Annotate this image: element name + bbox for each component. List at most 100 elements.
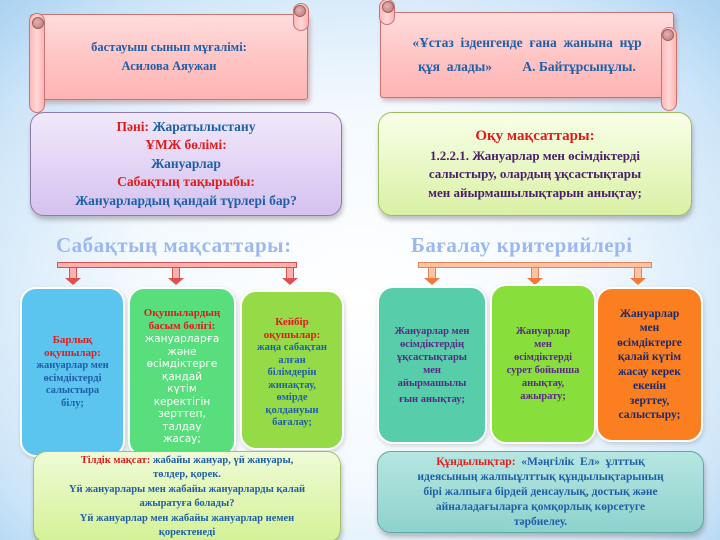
language-text: Үй жануарлары мен жабайы жануарларды қал… (68, 483, 306, 495)
card-text: өсімдіктерге (617, 336, 682, 349)
language-text: ажыратуға болады? (139, 498, 235, 509)
values-text: тәрбиелеу. (513, 515, 568, 528)
card-text: жасау керек (618, 365, 681, 378)
card-text: жануарларға (144, 333, 220, 345)
goal-card-most-students: Оқушылардың басым бөлігі: жануарларға жә… (128, 287, 236, 457)
scroll-knob-icon (294, 5, 306, 17)
criteria-card-identify: Жануарлар мен өсімдіктерді сурет бойынша… (490, 284, 596, 444)
card-text: салыстыру; (618, 409, 681, 421)
card-text: ғын анықтау; (399, 393, 465, 405)
card-text: сурет бойынша (506, 365, 580, 376)
card-text: өсімдіктерге (146, 358, 218, 370)
card-text: мен (639, 322, 660, 334)
objectives-line-3: мен айырмашылықтарын анықтау; (428, 184, 642, 200)
arrow-down-icon (65, 267, 81, 285)
values-text: «Мәңгілік Ел» ұлттық (515, 455, 645, 468)
card-title: оқушылар: (44, 347, 101, 359)
subject-value: Жаратылыстану (152, 118, 256, 134)
card-text: алған (278, 354, 306, 366)
card-text: өсімдіктерді (43, 372, 102, 384)
card-text: және (167, 345, 197, 358)
arrow-down-icon (527, 267, 543, 285)
card-text: Жануарлар мен (394, 325, 470, 337)
card-title: Оқушылардың (143, 307, 221, 319)
values-box: Құндылықтар: «Мәңгілік Ел» ұлттық идеясы… (377, 451, 704, 533)
card-text: білімдерін (267, 367, 317, 378)
teacher-role: бастауыш сынып мұғалімі: (91, 40, 247, 54)
language-text: Үй жануарлар мен жабайы жануарлар немен (79, 512, 295, 524)
arrow-down-icon (630, 267, 646, 285)
teacher-name: Асилова Аяужан (121, 59, 217, 73)
quote-line-1: «Ұстаз ізденгенде ғана жанына нұр (412, 35, 642, 50)
card-text: талдау (162, 420, 202, 433)
values-label: Құндылықтар: (436, 455, 516, 468)
quote-scroll-banner: «Ұстаз ізденгенде ғана жанына нұр құя ал… (379, 0, 677, 111)
card-text: жаңа сабақтан (257, 342, 327, 353)
criteria-card-research: Жануарлар мен өсімдіктерге қалай күтім ж… (596, 287, 703, 442)
values-text: бірі жалпыға бірдей денсаулық, достық жә… (423, 485, 658, 498)
card-text: қалай күтім (617, 351, 682, 363)
assessment-criteria-heading: Бағалау критерийлері (411, 233, 633, 257)
card-text: жасау; (163, 433, 201, 445)
language-objective-box: Тілдік мақсат: жабайы жануар, үй жануары… (33, 451, 341, 540)
teacher-scroll-banner: бастауыш сынып мұғалімі: Асилова Аяужан (29, 3, 309, 113)
arrow-down-icon (282, 267, 298, 285)
objectives-line-1: 1.2.2.1. Жануарлар мен өсімдіктерді (430, 147, 640, 163)
subject-label: Пәні: (116, 118, 150, 134)
card-title: Барлық (52, 334, 93, 346)
goal-card-some-students: Кейбір оқушылар: жаңа сабақтан алған біл… (240, 290, 344, 450)
card-text: салыстыра (45, 385, 100, 396)
values-text: айналадағыларға қомқорлық көрсетуге (435, 500, 646, 513)
objectives-line-2: салыстыру, олардың ұқсастықтары (428, 166, 642, 182)
values-line-1: Құндылықтар: «Мәңгілік Ел» ұлттық (378, 455, 703, 470)
topic-label: Сабақтың тақырыбы: (117, 174, 255, 190)
card-text: айырмашылы (397, 377, 467, 389)
card-text: бағалау; (272, 417, 312, 428)
card-text: қолдануын (265, 404, 319, 416)
scroll-knob-icon (32, 17, 44, 29)
card-text: жануарлар мен (36, 360, 109, 371)
arrow-down-icon (168, 267, 184, 285)
card-text: Жануарлар (515, 326, 571, 337)
card-text: мен (423, 364, 441, 376)
language-text: қоректенеді (158, 527, 216, 538)
card-text: күтім (167, 383, 197, 395)
card-text: білу; (61, 397, 84, 409)
card-text: қандай (161, 370, 203, 383)
card-text: керектігін (153, 395, 211, 408)
card-text: өсімдіктерді (513, 352, 572, 363)
card-text: анықтау, (521, 378, 565, 389)
card-text: зерттеп, (158, 408, 206, 420)
card-text: өмірде (276, 392, 308, 403)
lesson-goals-heading: Сабақтың мақсаттары: (56, 233, 292, 257)
card-text: Жануарлар (619, 307, 680, 320)
learning-objectives-box: Оқу мақсаттары: 1.2.2.1. Жануарлар мен ө… (378, 112, 692, 216)
section-label: ҰМЖ бөлімі: (145, 137, 227, 153)
subject-info-box: Пәні: Жаратылыстану ҰМЖ бөлімі: Жануарла… (30, 112, 342, 216)
card-text: зерттеу, (629, 394, 670, 407)
card-text: ажырату; (520, 391, 566, 402)
card-text: жинақтау, (268, 379, 316, 391)
card-title: басым бөлігі: (148, 320, 216, 332)
language-label: Тілдік мақсат: (80, 454, 151, 466)
section-value: Жануарлар (151, 155, 221, 171)
objectives-title: Оқу мақсаттары: (475, 127, 595, 144)
subject-row: Пәні: Жаратылыстану (31, 118, 341, 137)
card-text: өсімдіктердің (399, 338, 465, 350)
quote-text: «Ұстаз ізденгенде ғана жанына нұр құя ал… (392, 31, 661, 79)
goal-card-all-students: Барлық оқушылар: жануарлар мен өсімдікте… (20, 287, 125, 457)
teacher-info: бастауыш сынып мұғалімі: Асилова Аяужан (71, 38, 267, 76)
language-text: төлдер, қорек. (153, 469, 221, 480)
arrow-down-icon (424, 267, 440, 285)
language-text: жабайы жануар, үй жануары, (150, 454, 294, 466)
quote-line-2: құя алады» А. Байтұрсынұлы. (418, 59, 636, 74)
topic-value: Жануарлардың қандай түрлері бар? (75, 192, 297, 208)
card-text: екенін (633, 380, 666, 392)
card-title: Кейбір (275, 316, 309, 328)
scroll-right-curl (661, 27, 677, 111)
card-text: мен (534, 339, 552, 350)
scroll-knob-icon (662, 29, 674, 41)
card-title: оқушылар: (263, 329, 321, 341)
language-line-1: Тілдік мақсат: жабайы жануар, үй жануары… (34, 454, 340, 469)
scroll-knob-icon (382, 1, 394, 13)
